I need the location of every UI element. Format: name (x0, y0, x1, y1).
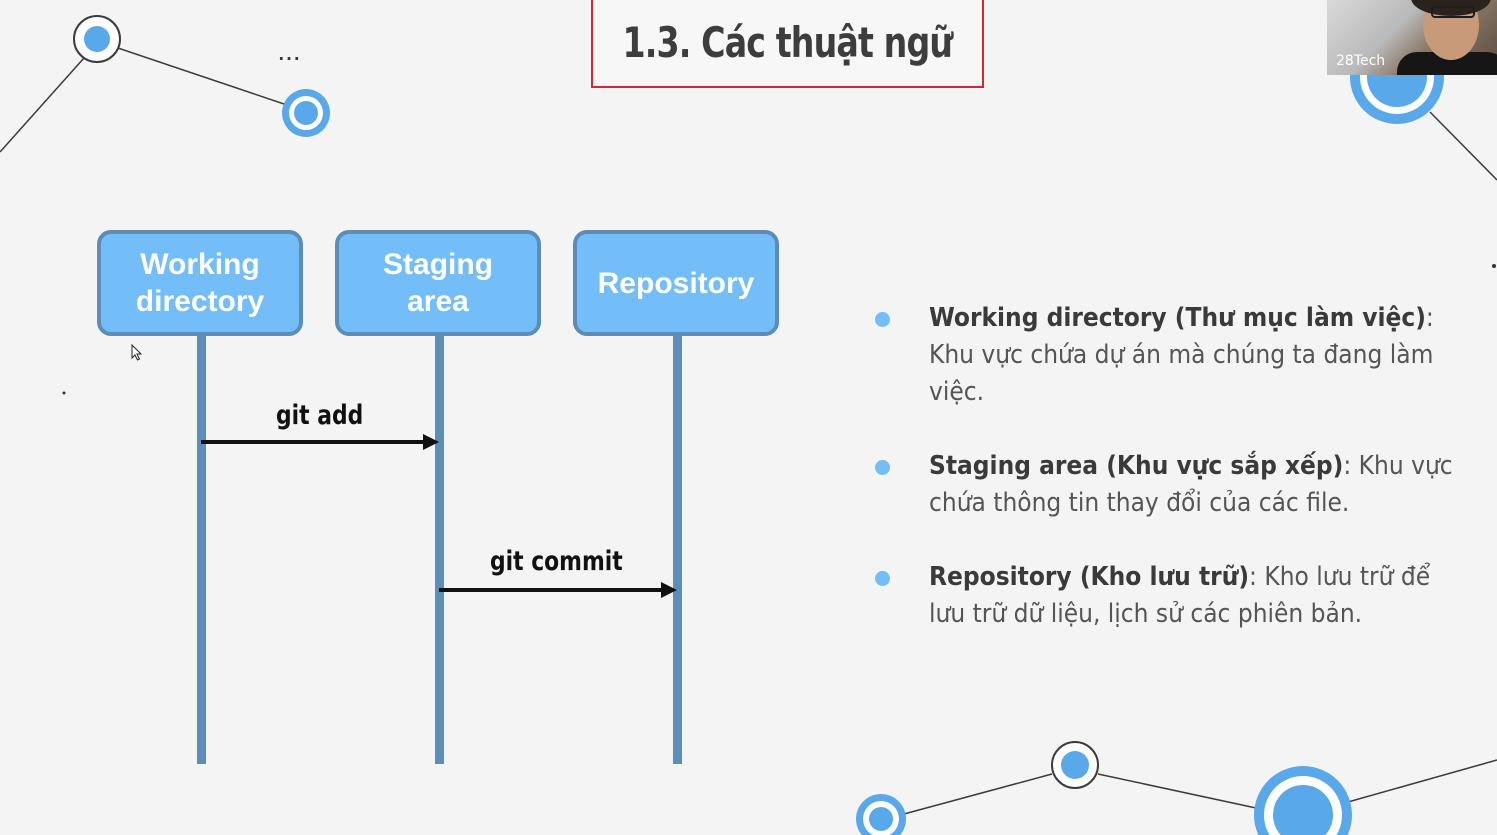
definition-item: Staging area (Khu vực sắp xếp): Khu vực … (870, 448, 1470, 522)
repository-box: Repository (573, 230, 779, 336)
network-node (1051, 741, 1099, 789)
box-label-line1: Staging (383, 248, 493, 281)
network-line (117, 47, 285, 105)
git-add-label: git add (276, 400, 364, 431)
definition-desc: : Khu vực chứa thông tin thay đổi của cá… (929, 451, 1453, 518)
ellipsis-text: ... (277, 35, 300, 66)
git-add-arrow (201, 434, 439, 450)
network-node (73, 15, 121, 63)
definition-term: Working directory (Thư mục làm việc) (929, 303, 1426, 333)
box-label-line1: Working (140, 248, 260, 281)
box-label-line2: directory (135, 285, 265, 318)
dot-mark (62, 391, 66, 395)
definition-item: Repository (Kho lưu trữ): Kho lưu trữ để… (870, 559, 1470, 633)
lifeline-staging-area (435, 336, 444, 764)
network-line (1097, 773, 1257, 809)
webcam-video-tile[interactable]: 28Tech (1327, 0, 1497, 75)
bullet-dot-icon (875, 312, 890, 327)
presenter-glasses (1431, 6, 1475, 18)
network-line (1347, 759, 1497, 803)
git-commit-label: git commit (490, 546, 623, 577)
slide-title-box: 1.3. Các thuật ngữ (591, 0, 984, 88)
network-node (856, 794, 906, 835)
definition-term: Repository (Kho lưu trữ) (929, 562, 1250, 592)
definition-item: Working directory (Thư mục làm việc): Kh… (870, 300, 1470, 411)
bullet-dot-icon (875, 460, 890, 475)
definition-term: Staging area (Khu vực sắp xếp) (929, 451, 1344, 481)
git-commit-arrow (439, 582, 677, 598)
staging-area-box: Staging area (335, 230, 541, 336)
lifeline-working-directory (197, 336, 206, 764)
working-directory-box: Working directory (97, 230, 303, 336)
arrow-head-icon (423, 434, 439, 450)
network-node (1254, 766, 1352, 835)
box-label-line2: area (407, 285, 469, 318)
webcam-participant-name: 28Tech (1336, 53, 1386, 69)
definition-desc: : Khu vực chứa dự án mà chúng ta đang là… (929, 303, 1434, 407)
network-line (0, 57, 85, 153)
slide-title: 1.3. Các thuật ngữ (622, 17, 954, 67)
network-line (903, 773, 1053, 815)
presenter-shirt (1397, 52, 1497, 75)
mouse-cursor-icon (131, 344, 143, 361)
bullet-dot-icon (875, 571, 890, 586)
lifeline-repository (673, 336, 682, 764)
definition-list: Working directory (Thư mục làm việc): Kh… (870, 300, 1470, 670)
definition-desc: : Kho lưu trữ để lưu trữ dữ liệu, lịch s… (929, 562, 1431, 629)
dot-mark (1492, 264, 1496, 268)
box-label-line1: Repository (597, 266, 755, 300)
network-line (1429, 111, 1497, 181)
network-node (282, 89, 330, 137)
arrow-head-icon (661, 582, 677, 598)
